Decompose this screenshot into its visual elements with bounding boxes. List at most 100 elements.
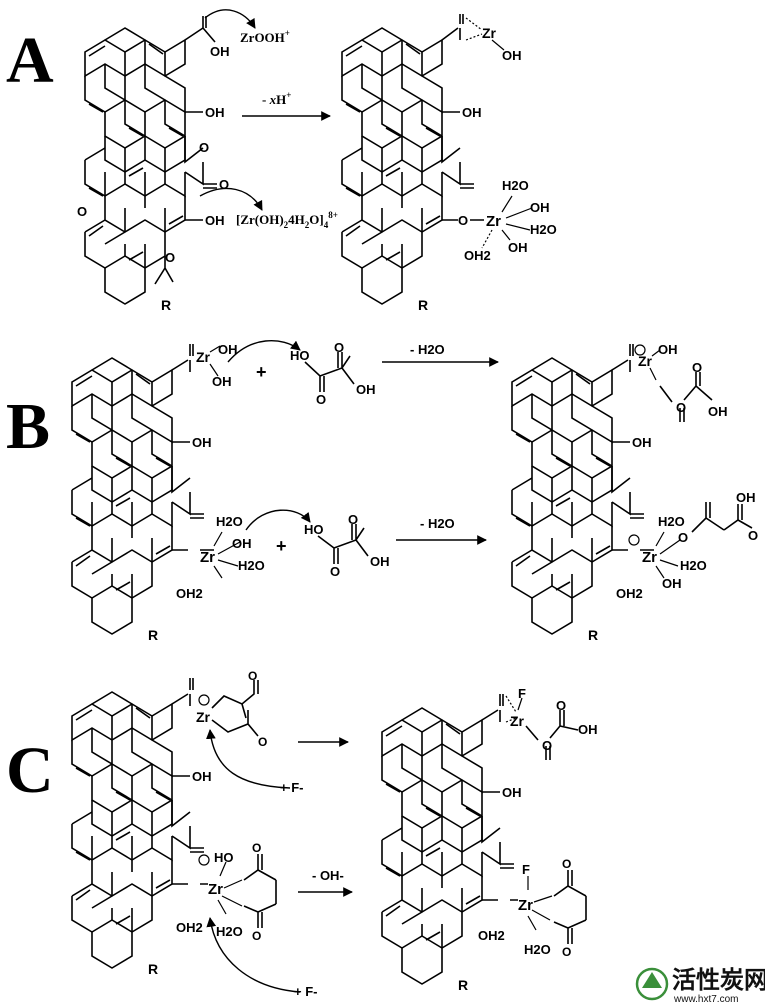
- svg-text:O: O: [678, 530, 688, 545]
- svg-text:OH2: OH2: [176, 920, 203, 935]
- svg-text:OH: OH: [658, 342, 678, 357]
- svg-text:Zr: Zr: [482, 25, 497, 41]
- svg-text:+ F-: + F-: [280, 780, 303, 795]
- svg-text:H2O: H2O: [680, 558, 707, 573]
- svg-text:OH2: OH2: [616, 586, 643, 601]
- svg-text:O: O: [252, 929, 261, 943]
- panel-b-letter: B: [6, 390, 50, 463]
- svg-text:Zr: Zr: [638, 353, 653, 369]
- svg-text:- xH+: - xH+: [262, 90, 291, 107]
- svg-text:OH: OH: [370, 554, 390, 569]
- svg-text:O: O: [348, 512, 358, 527]
- panel-c-letter: C: [6, 734, 54, 807]
- svg-text:OH: OH: [502, 48, 522, 63]
- svg-text:Zr: Zr: [486, 213, 501, 230]
- svg-text:ZrOOH+: ZrOOH+: [240, 28, 290, 45]
- svg-text:H2O: H2O: [530, 222, 557, 237]
- svg-text:HO: HO: [214, 850, 234, 865]
- svg-text:Zr: Zr: [642, 549, 657, 566]
- svg-text:R: R: [588, 627, 598, 643]
- svg-text:+ F-: + F-: [294, 984, 317, 999]
- svg-text:Zr: Zr: [510, 713, 525, 729]
- panel-a: A OH OH O O OH O O R ZrOOH+ [Zr(OH)24H2O…: [6, 9, 557, 313]
- svg-text:O: O: [316, 392, 326, 407]
- svg-text:HO: HO: [290, 348, 310, 363]
- svg-text:O: O: [334, 340, 344, 355]
- oxalic-acid-bottom: + HO O O OH - H2O: [245, 509, 487, 579]
- svg-text:O: O: [556, 698, 566, 713]
- svg-text:R: R: [458, 977, 468, 993]
- panel-a-letter: A: [6, 24, 54, 97]
- svg-text:O: O: [692, 360, 702, 375]
- svg-text:H2O: H2O: [502, 178, 529, 193]
- svg-text:OH: OH: [736, 490, 756, 505]
- svg-text:OH: OH: [356, 382, 376, 397]
- svg-text:OH: OH: [502, 785, 522, 800]
- svg-text:www.hxt7.com: www.hxt7.com: [673, 994, 738, 1005]
- svg-text:H2O: H2O: [658, 514, 685, 529]
- svg-text:F: F: [522, 862, 530, 877]
- svg-text:OH: OH: [205, 213, 225, 228]
- svg-text:O: O: [748, 528, 758, 543]
- svg-text:Zr: Zr: [196, 709, 211, 725]
- svg-text:OH2: OH2: [478, 928, 505, 943]
- panel-b-product: Zr OH O O OH OH Zr H2O O OH O H2O OH OH2…: [511, 342, 758, 643]
- svg-text:F: F: [518, 686, 526, 701]
- svg-text:OH: OH: [210, 44, 230, 59]
- svg-text:R: R: [161, 297, 171, 313]
- svg-text:H2O: H2O: [238, 558, 265, 573]
- oxalic-acid-top: + HO O O OH - H2O: [227, 339, 499, 407]
- svg-text:O: O: [458, 213, 468, 228]
- svg-text:H2O: H2O: [524, 942, 551, 957]
- svg-text:OH: OH: [192, 769, 212, 784]
- svg-text:O: O: [542, 738, 552, 753]
- svg-text:OH: OH: [662, 576, 682, 591]
- svg-text:- OH-: - OH-: [312, 868, 344, 883]
- svg-text:R: R: [148, 627, 158, 643]
- svg-text:+: +: [256, 362, 267, 382]
- svg-text:OH: OH: [530, 200, 550, 215]
- svg-text:Zr: Zr: [200, 549, 215, 566]
- svg-text:O: O: [219, 177, 229, 192]
- panel-a-product: Zr OH OH O Zr H2O OH H2O OH OH2 R: [341, 14, 557, 313]
- svg-text:O: O: [165, 250, 175, 265]
- svg-text:H2O: H2O: [216, 924, 243, 939]
- panel-b-reactant: Zr OH OH OH Zr H2O OH H2O OH2 R: [71, 342, 265, 643]
- svg-text:OH2: OH2: [464, 248, 491, 263]
- svg-text:O: O: [562, 945, 571, 959]
- panel-c-reactant: Zr O O OH Zr HO O O OH2 H2O R: [71, 669, 277, 977]
- svg-text:R: R: [418, 297, 428, 313]
- svg-text:OH2: OH2: [176, 586, 203, 601]
- svg-text:O: O: [252, 841, 261, 855]
- svg-text:OH: OH: [192, 435, 212, 450]
- svg-text:O: O: [248, 669, 257, 683]
- svg-text:H2O: H2O: [216, 514, 243, 529]
- svg-text:O: O: [77, 204, 87, 219]
- panel-b: B Zr OH OH OH Zr H2O OH H2O OH2 R + HO O: [6, 339, 758, 643]
- panel-c-product: Zr F O O OH OH Zr F O O OH2 H2O R: [381, 686, 598, 993]
- svg-text:OH: OH: [212, 374, 232, 389]
- svg-text:Zr: Zr: [208, 881, 223, 898]
- svg-text:+: +: [276, 536, 287, 556]
- svg-text:O: O: [199, 140, 209, 155]
- svg-text:OH: OH: [205, 105, 225, 120]
- svg-text:Zr: Zr: [518, 897, 533, 914]
- svg-text:- H2O: - H2O: [410, 342, 445, 357]
- svg-text:O: O: [676, 400, 686, 415]
- svg-text:活性炭网: 活性炭网: [672, 966, 765, 994]
- svg-text:OH: OH: [218, 342, 238, 357]
- watermark: 活性炭网 www.hxt7.com: [635, 966, 765, 1005]
- svg-text:[Zr(OH)24H2O]48+: [Zr(OH)24H2O]48+: [236, 210, 338, 230]
- panel-c: C Zr O O OH Zr HO O O OH2 H2O R + F-: [6, 669, 598, 999]
- watermark-logo-icon: [635, 967, 669, 1001]
- svg-text:OH: OH: [462, 105, 482, 120]
- svg-text:- H2O: - H2O: [420, 516, 455, 531]
- svg-text:OH: OH: [508, 240, 528, 255]
- svg-text:O: O: [562, 857, 571, 871]
- svg-text:O: O: [258, 735, 267, 749]
- svg-text:R: R: [148, 961, 158, 977]
- svg-text:Zr: Zr: [196, 349, 211, 365]
- svg-text:HO: HO: [304, 522, 324, 537]
- svg-text:OH: OH: [632, 435, 652, 450]
